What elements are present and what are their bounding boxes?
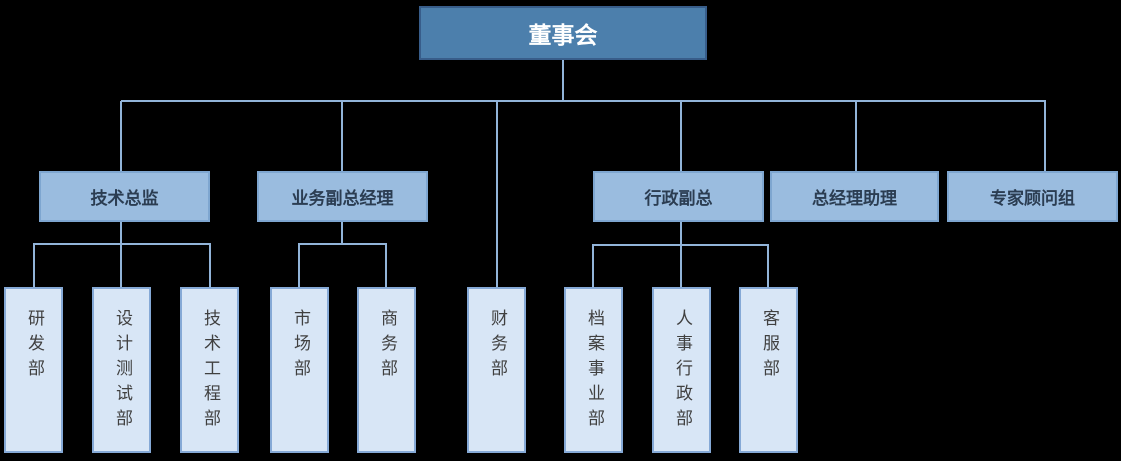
node-label: 行政副总 <box>644 189 713 209</box>
connector-admin-riser <box>680 221 682 244</box>
node-label: 设计测试部 <box>112 309 132 434</box>
connector-business-subbus <box>298 243 387 245</box>
connector-tech-riser <box>120 221 122 243</box>
node-admin-vice-president[interactable]: 行政副总 <box>593 171 764 222</box>
node-tech-director[interactable]: 技术总监 <box>39 171 210 222</box>
connector-drop-admin <box>680 101 682 171</box>
node-label: 研发部 <box>24 309 44 384</box>
connector-drop-design <box>120 244 122 287</box>
connector-drop-assistant <box>855 101 857 171</box>
connector-root-drop <box>562 60 564 100</box>
connector-tech-subbus <box>33 243 211 245</box>
node-label: 业务副总经理 <box>291 189 394 209</box>
connector-business-riser <box>341 221 343 243</box>
node-label: 技术工程部 <box>200 309 220 434</box>
connector-drop-engineering <box>209 244 211 287</box>
node-expert-advisory-group[interactable]: 专家顾问组 <box>947 171 1118 222</box>
node-tech-engineering-dept[interactable]: 技术工程部 <box>180 287 239 453</box>
node-design-testing-dept[interactable]: 设计测试部 <box>92 287 151 453</box>
connector-level2-bus <box>121 100 1046 102</box>
connector-drop-tech <box>120 101 122 171</box>
node-label: 商务部 <box>377 309 397 384</box>
connector-drop-commerce <box>385 244 387 287</box>
node-gm-assistant[interactable]: 总经理助理 <box>770 171 939 222</box>
node-finance-dept[interactable]: 财务部 <box>467 287 526 453</box>
node-label: 档案事业部 <box>584 309 604 434</box>
node-label: 市场部 <box>290 309 310 384</box>
node-label: 董事会 <box>528 23 598 49</box>
node-customer-service-dept[interactable]: 客服部 <box>739 287 798 453</box>
connector-drop-experts <box>1044 101 1046 171</box>
node-label: 专家顾问组 <box>990 189 1075 209</box>
node-label: 总经理助理 <box>812 189 897 209</box>
connector-drop-rd <box>33 244 35 287</box>
node-rd-dept[interactable]: 研发部 <box>4 287 63 453</box>
connector-drop-marketing <box>298 244 300 287</box>
node-board-of-directors[interactable]: 董事会 <box>419 6 707 60</box>
node-hr-admin-dept[interactable]: 人事行政部 <box>652 287 711 453</box>
node-label: 技术总监 <box>90 189 159 209</box>
node-marketing-dept[interactable]: 市场部 <box>270 287 329 453</box>
node-label: 人事行政部 <box>672 309 692 434</box>
node-commerce-dept[interactable]: 商务部 <box>357 287 416 453</box>
connector-drop-hr <box>680 245 682 287</box>
node-label: 财务部 <box>487 309 507 384</box>
node-business-vice-gm[interactable]: 业务副总经理 <box>257 171 428 222</box>
connector-drop-business <box>341 101 343 171</box>
node-archives-division[interactable]: 档案事业部 <box>564 287 623 453</box>
connector-drop-archives <box>592 245 594 287</box>
connector-drop-finance <box>496 101 498 287</box>
connector-drop-service <box>767 245 769 287</box>
node-label: 客服部 <box>759 309 779 384</box>
